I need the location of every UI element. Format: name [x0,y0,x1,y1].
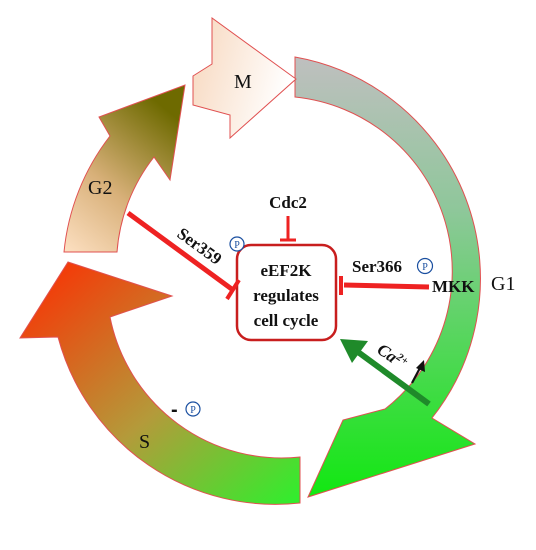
g2-phase-arrow [63,84,186,253]
ser359-inhibit-bar [225,278,241,301]
cdc2-label: Cdc2 [269,193,307,212]
center-text-line1: eEF2K [261,261,313,280]
ca-activate-arrowhead [340,339,368,363]
phase-label-s: S [139,431,150,453]
ser359-inhibit-line [126,210,235,293]
s-phospho-letter: P [190,405,196,416]
phase-label-m: M [234,71,252,93]
mkk-inhibit-line [343,282,430,290]
center-text-line3: cell cycle [254,311,319,330]
phase-label-g1: G1 [491,273,515,295]
ser359-label: Ser359 [174,224,226,269]
ser366-phospho-icon [416,257,434,275]
minus-sign: - [171,399,178,421]
mkk-label: MKK [432,277,475,296]
ca-activate-line [356,349,431,407]
ser359-phospho-letter: P [234,240,240,251]
ser366-phospho-letter: P [422,262,428,273]
s-phase-arrow [19,261,301,505]
m-phase-arrow [192,17,297,140]
ser366-label: Ser366 [352,257,402,276]
ca-up-arrow-head [416,360,425,372]
center-text-line2: regulates [253,286,319,305]
phase-label-g2: G2 [88,177,112,199]
center-box [235,243,338,342]
ser359-phospho-icon [229,236,245,252]
s-phospho-icon [185,401,201,417]
g1-phase-arrow [294,56,481,498]
